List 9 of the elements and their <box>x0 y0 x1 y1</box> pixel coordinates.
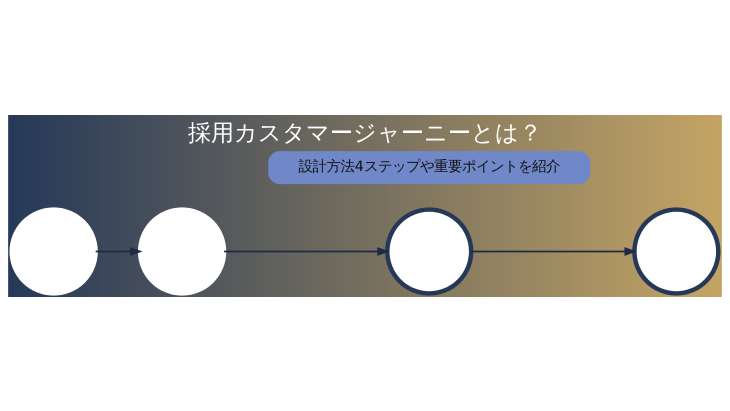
arrow <box>96 246 143 256</box>
node-box: 設計方法4ステップや重要ポイントを紹介 <box>268 150 590 184</box>
diagram-title: 採用カスタマージャーニーとは？ <box>188 119 542 146</box>
node-circle <box>138 206 226 296</box>
node-circle <box>385 206 474 296</box>
node-circle <box>9 206 98 296</box>
arrow <box>224 246 390 256</box>
node-circle <box>632 206 721 296</box>
arrow <box>471 246 637 256</box>
